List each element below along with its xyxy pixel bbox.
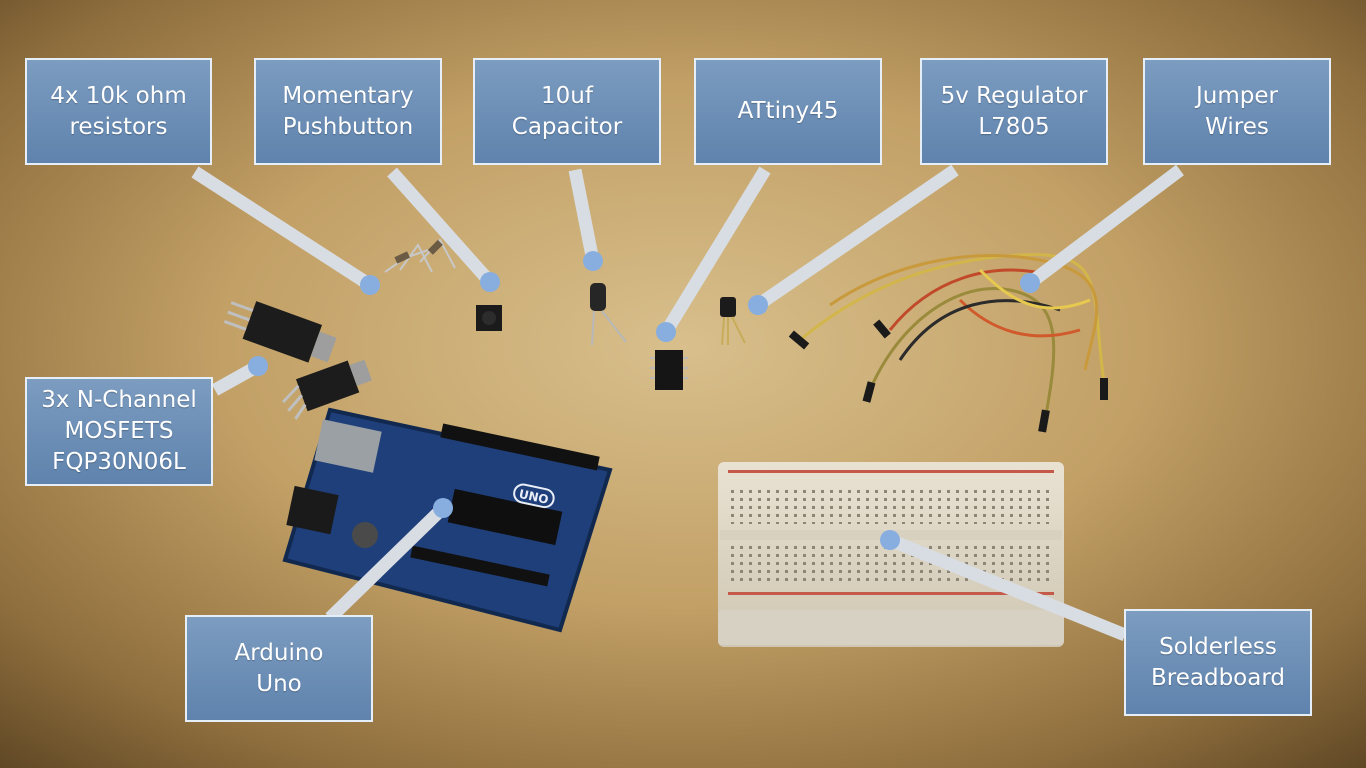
- mosfets-image: [223, 301, 372, 420]
- callout-arduino: Arduino Uno: [185, 615, 373, 722]
- callout-arduino-label: Arduino Uno: [234, 639, 324, 697]
- regulator-image: [720, 297, 746, 346]
- breadboard-image: [718, 462, 1064, 647]
- callout-jumper-wires-label: Jumper Wires: [1196, 82, 1278, 140]
- callout-regulator: 5v Regulator L7805: [920, 58, 1108, 165]
- jumper-wire-plugs: [788, 319, 1108, 433]
- jumper-wires-image: [799, 253, 1107, 421]
- callout-capacitor: 10uf Capacitor: [473, 58, 661, 165]
- pushbutton-image: [476, 305, 502, 331]
- callout-jumper-wires: Jumper Wires: [1143, 58, 1331, 165]
- callout-capacitor-label: 10uf Capacitor: [511, 82, 623, 140]
- callout-attiny-label: ATtiny45: [737, 98, 839, 124]
- callout-resistors-label: 4x 10k ohm resistors: [50, 82, 187, 140]
- callout-pushbutton: Momentary Pushbutton: [254, 58, 442, 165]
- callout-regulator-label: 5v Regulator L7805: [940, 82, 1088, 140]
- callout-resistors: 4x 10k ohm resistors: [25, 58, 212, 165]
- resistors-image: [384, 238, 456, 273]
- callout-pushbutton-label: Momentary Pushbutton: [282, 82, 414, 140]
- board-uno-logo: UNO: [518, 487, 550, 507]
- callout-breadboard-label: Solderless Breadboard: [1151, 633, 1285, 691]
- capacitor-image: [590, 283, 627, 346]
- callout-attiny: ATtiny45: [694, 58, 882, 165]
- callout-mosfets-label: 3x N-Channel MOSFETS FQP30N06L: [41, 387, 197, 475]
- callout-mosfets: 3x N-Channel MOSFETS FQP30N06L: [25, 377, 213, 486]
- leader-dots: [248, 251, 1040, 550]
- callout-breadboard: Solderless Breadboard: [1124, 609, 1312, 716]
- attiny-chip-image: [650, 350, 688, 390]
